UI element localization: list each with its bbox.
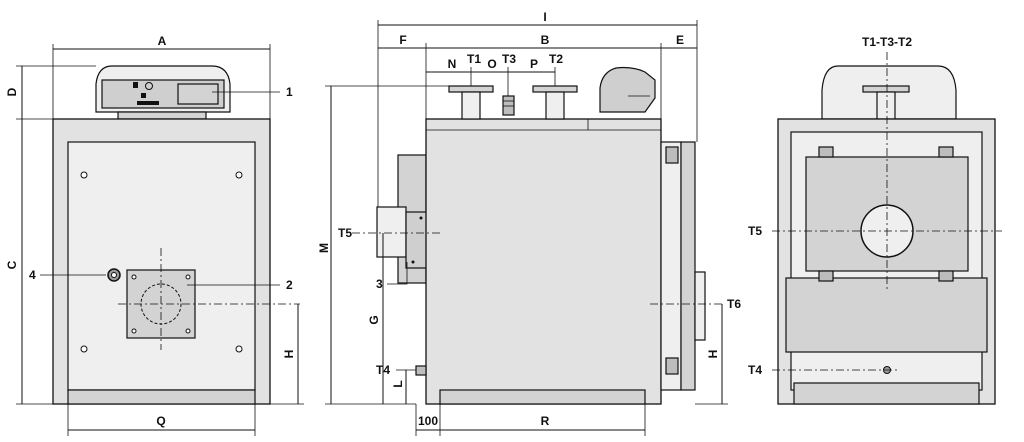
rear-view: T1-T3-T2 T5 T4: [748, 35, 1002, 405]
rear-flue-clamp: [665, 357, 679, 375]
dim-O-label: O: [487, 57, 496, 71]
callout-4-label: 4: [29, 268, 36, 282]
dim-100-label: 100: [418, 414, 438, 428]
dim-G-label: G: [367, 315, 381, 324]
rear-pipe: [876, 91, 896, 120]
front-view: A D C Q H 1 2 4: [5, 34, 304, 436]
pipe-T5-label: T5: [338, 226, 352, 240]
dim-P-label: P: [530, 57, 538, 71]
callout-1-label: 1: [286, 85, 293, 99]
front-base-plinth: [117, 111, 207, 120]
rear-clamp: [818, 146, 834, 158]
rear-flue-clamp: [665, 146, 679, 164]
sight-glass-inner: [111, 272, 117, 278]
rear-lower-panel: [785, 277, 988, 353]
dim-Q-label: Q: [156, 414, 165, 428]
dim-B-label: B: [541, 33, 550, 47]
dim-H-label: H: [282, 350, 296, 359]
front-bolt: [235, 171, 243, 179]
burner-bolt: [131, 274, 137, 280]
pipe-T2-label: T2: [549, 52, 563, 66]
burner-bolt: [185, 328, 191, 334]
front-control-display: [177, 83, 219, 105]
front-control-switch-1: [133, 82, 138, 88]
rear-clamp: [938, 146, 954, 158]
burner-nozzle: [376, 206, 407, 258]
side-base: [439, 389, 646, 405]
pipe-T4-label: T4: [376, 363, 390, 377]
burner-bolt: [185, 274, 191, 280]
pipe-T1-flange: [448, 85, 494, 93]
callout-3-label: 3: [376, 277, 383, 291]
callout-2-label: 2: [286, 278, 293, 292]
side-view: I F B E N T1 O T3 P T2 M T5 3 G: [317, 10, 741, 436]
side-body: [425, 118, 662, 405]
dim-R-label: R: [541, 414, 550, 428]
rear-flue-panel: [660, 141, 682, 391]
front-control-dial: [145, 82, 153, 90]
pipe-T3: [502, 95, 515, 116]
dim-A-label: A: [158, 34, 167, 48]
dim-F-label: F: [399, 33, 406, 47]
pipe-T3-label: T3: [502, 52, 516, 66]
dim-N-label: N: [448, 57, 457, 71]
rear-clamp: [938, 270, 954, 282]
front-base: [67, 389, 256, 405]
front-door-panel: [67, 141, 256, 391]
burner-bolt: [131, 328, 137, 334]
rear-flue-plate: [680, 141, 696, 391]
rear-pipe-flange: [862, 85, 910, 93]
dim-C-label: C: [5, 260, 19, 269]
pipe-T6-label: T6: [727, 297, 741, 311]
pipe-T2: [545, 91, 565, 120]
dim-E-label: E: [676, 33, 684, 47]
dim-D-label: D: [5, 87, 19, 96]
pipe-T1-label: T1: [467, 52, 481, 66]
front-bolt: [80, 345, 88, 353]
dim-I-label: I: [543, 10, 546, 24]
front-control-button: [137, 101, 159, 105]
front-control-switch-2: [141, 93, 146, 98]
pipe-T1: [461, 91, 481, 120]
front-bolt: [80, 171, 88, 179]
pipe-T2-flange: [532, 85, 578, 93]
rear-outlet: [694, 271, 706, 341]
pipe-T4: [415, 365, 427, 376]
rear-T4-label: T4: [748, 363, 762, 377]
rear-clamp: [818, 270, 834, 282]
dim-M-label: M: [317, 243, 331, 253]
rear-T5-label: T5: [748, 224, 762, 238]
side-control-box: [599, 66, 656, 113]
burner-connector: [405, 211, 429, 269]
dim-H-side-label: H: [706, 350, 720, 359]
front-bolt: [235, 345, 243, 353]
rear-base: [793, 382, 980, 405]
dim-L-label: L: [391, 380, 405, 387]
rear-pipes-label: T1-T3-T2: [862, 35, 912, 49]
